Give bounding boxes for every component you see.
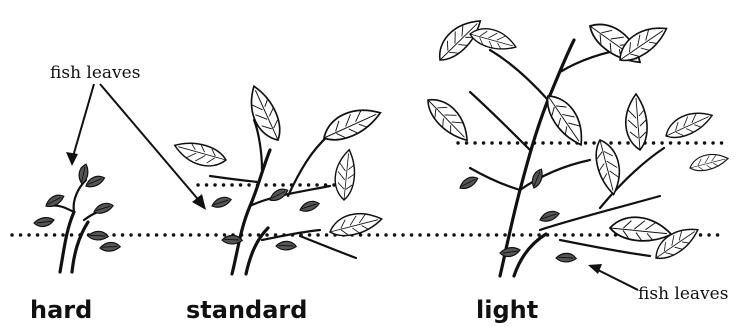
fish-leaves-arrow-bottom xyxy=(588,264,638,290)
label-hard: hard xyxy=(30,296,92,324)
label-fish-leaves-bottom: fish leaves xyxy=(638,284,728,304)
label-standard: standard xyxy=(186,296,307,324)
plant-light xyxy=(423,13,730,276)
label-light: light xyxy=(476,296,538,324)
label-fish-leaves-top: fish leaves xyxy=(50,63,140,83)
plant-hard xyxy=(34,163,120,272)
plant-standard xyxy=(171,82,384,274)
